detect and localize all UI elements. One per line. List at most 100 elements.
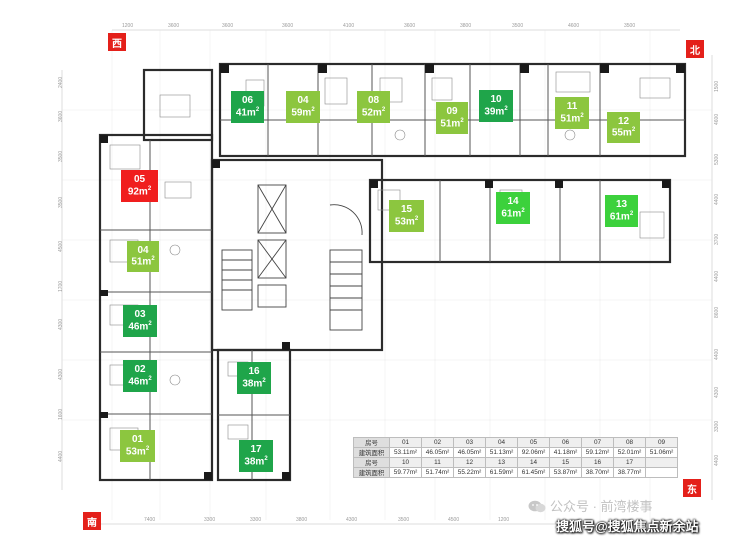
dimension-label: 3600 bbox=[282, 23, 294, 29]
unit-09-label[interactable]: 09 51m2 bbox=[436, 102, 468, 134]
unit-number: 06 bbox=[241, 95, 254, 107]
unit-area: 55m bbox=[611, 127, 632, 139]
table-cell: 17 bbox=[613, 457, 646, 468]
unit-number: 16 bbox=[248, 366, 260, 378]
partition-walls bbox=[100, 64, 685, 480]
dimension-label: 4500 bbox=[448, 517, 460, 523]
unit-number: 10 bbox=[490, 94, 502, 106]
dimension-label: 4600 bbox=[568, 23, 580, 29]
unit-16-label[interactable]: 16 38m2 bbox=[237, 362, 271, 394]
dimension-label: 4300 bbox=[58, 318, 64, 330]
table-row-header: 建筑面积 bbox=[353, 447, 390, 458]
dimension-label: 4300 bbox=[714, 386, 720, 398]
dimension-label: 3300 bbox=[714, 420, 720, 432]
unit-number: 12 bbox=[617, 115, 630, 127]
table-cell: 11 bbox=[421, 457, 454, 468]
unit-number: 02 bbox=[134, 364, 146, 376]
unit-17-label[interactable]: 17 38m2 bbox=[239, 440, 273, 472]
table-cell: 53.11m² bbox=[389, 447, 422, 458]
unit-area: 53m bbox=[125, 446, 146, 458]
dimension-label: 1700 bbox=[58, 280, 64, 292]
table-row: 建筑面积 53.11m² 46.05m² 46.05m² 51.13m² 92.… bbox=[353, 447, 678, 458]
dimension-label: 1600 bbox=[58, 408, 64, 420]
unit-area: 52m bbox=[361, 107, 382, 119]
dimension-label: 3500 bbox=[624, 23, 636, 29]
table-cell: 06 bbox=[549, 437, 582, 448]
wechat-icon bbox=[528, 500, 546, 513]
dimension-label: 1200 bbox=[498, 517, 510, 523]
table-cell: 59.77m² bbox=[389, 467, 422, 478]
dimension-label: 3800 bbox=[296, 517, 308, 523]
dimension-label: 3500 bbox=[58, 150, 64, 162]
compass-north: 北 bbox=[686, 40, 704, 58]
table-cell: 05 bbox=[517, 437, 550, 448]
table-cell: 38.77m² bbox=[613, 467, 646, 478]
compass-east: 东 bbox=[683, 479, 701, 497]
unit-area: 46m bbox=[128, 376, 149, 388]
table-cell: 46.05m² bbox=[421, 447, 454, 458]
unit-06-label[interactable]: 06 41m2 bbox=[231, 91, 264, 123]
table-cell: 16 bbox=[581, 457, 614, 468]
unit-number: 15 bbox=[400, 204, 413, 216]
unit-10-label[interactable]: 10 39m2 bbox=[479, 90, 513, 122]
unit-13-label[interactable]: 13 61m2 bbox=[605, 195, 638, 227]
dimension-label: 8600 bbox=[714, 306, 720, 318]
unit-number: 03 bbox=[134, 309, 146, 321]
table-cell: 92.06m² bbox=[517, 447, 550, 458]
table-row-header: 建筑面积 bbox=[353, 467, 390, 478]
unit-area: 59m bbox=[291, 107, 312, 119]
dimension-label: 4600 bbox=[714, 113, 720, 125]
table-cell: 04 bbox=[485, 437, 518, 448]
unit-area: 61m bbox=[609, 211, 630, 223]
unit-12-label[interactable]: 12 55m2 bbox=[607, 112, 640, 143]
unit-number: 11 bbox=[566, 101, 578, 113]
unit-number: 08 bbox=[367, 95, 380, 107]
unit-04-west-label[interactable]: 04 51m2 bbox=[127, 241, 159, 272]
unit-number: 05 bbox=[133, 174, 146, 186]
unit-14-label[interactable]: 14 61m2 bbox=[496, 192, 530, 224]
table-cell: 38.70m² bbox=[581, 467, 614, 478]
table-cell: 02 bbox=[421, 437, 454, 448]
table-cell: 12 bbox=[453, 457, 486, 468]
compass-west: 西 bbox=[108, 33, 126, 51]
table-cell: 51.06m² bbox=[645, 447, 678, 458]
dimension-label: 3300 bbox=[250, 517, 262, 523]
unit-15-label[interactable]: 15 53m2 bbox=[389, 200, 424, 232]
area-table: 房号 01 02 03 04 05 06 07 08 09 建筑面积 53.11… bbox=[353, 437, 678, 478]
table-cell: 51.13m² bbox=[485, 447, 518, 458]
unit-02-label[interactable]: 02 46m2 bbox=[123, 360, 157, 392]
table-cell: 13 bbox=[485, 457, 518, 468]
wechat-watermark-text: 公众号 · 前湾楼事 bbox=[550, 499, 653, 514]
unit-04-north-label[interactable]: 04 59m2 bbox=[286, 91, 320, 123]
structural-columns bbox=[100, 64, 685, 480]
unit-01-label[interactable]: 01 53m2 bbox=[120, 430, 155, 462]
unit-03-label[interactable]: 03 46m2 bbox=[123, 305, 157, 337]
dimension-label: 3500 bbox=[58, 196, 64, 208]
unit-number: 14 bbox=[507, 196, 519, 208]
dimension-label: 3600 bbox=[222, 23, 234, 29]
table-cell: 14 bbox=[517, 457, 550, 468]
unit-number: 01 bbox=[131, 434, 144, 446]
dimension-label: 4100 bbox=[343, 23, 355, 29]
dimension-label: 3500 bbox=[398, 517, 410, 523]
dimension-label: 3600 bbox=[168, 23, 180, 29]
table-cell: 15 bbox=[549, 457, 582, 468]
dimension-label: 7400 bbox=[144, 517, 156, 523]
unit-area: 38m bbox=[242, 378, 263, 390]
dimension-label: 3500 bbox=[512, 23, 524, 29]
unit-area: 39m bbox=[484, 106, 505, 118]
compass-south: 南 bbox=[83, 512, 101, 530]
table-cell-empty bbox=[645, 467, 678, 478]
dimension-label: 2400 bbox=[58, 76, 64, 88]
dimension-label: 4400 bbox=[58, 450, 64, 462]
wechat-watermark: 公众号 · 前湾楼事 bbox=[528, 496, 653, 515]
table-cell: 01 bbox=[389, 437, 422, 448]
unit-05-label[interactable]: 05 92m2 bbox=[121, 170, 158, 202]
unit-11-label[interactable]: 11 51m2 bbox=[555, 97, 589, 129]
table-cell-empty bbox=[645, 457, 678, 468]
sohu-watermark: 搜狐号@搜狐焦点新余站 bbox=[556, 519, 699, 534]
table-cell: 55.22m² bbox=[453, 467, 486, 478]
dimension-label: 3600 bbox=[404, 23, 416, 29]
table-cell: 10 bbox=[389, 457, 422, 468]
unit-08-label[interactable]: 08 52m2 bbox=[357, 91, 390, 123]
